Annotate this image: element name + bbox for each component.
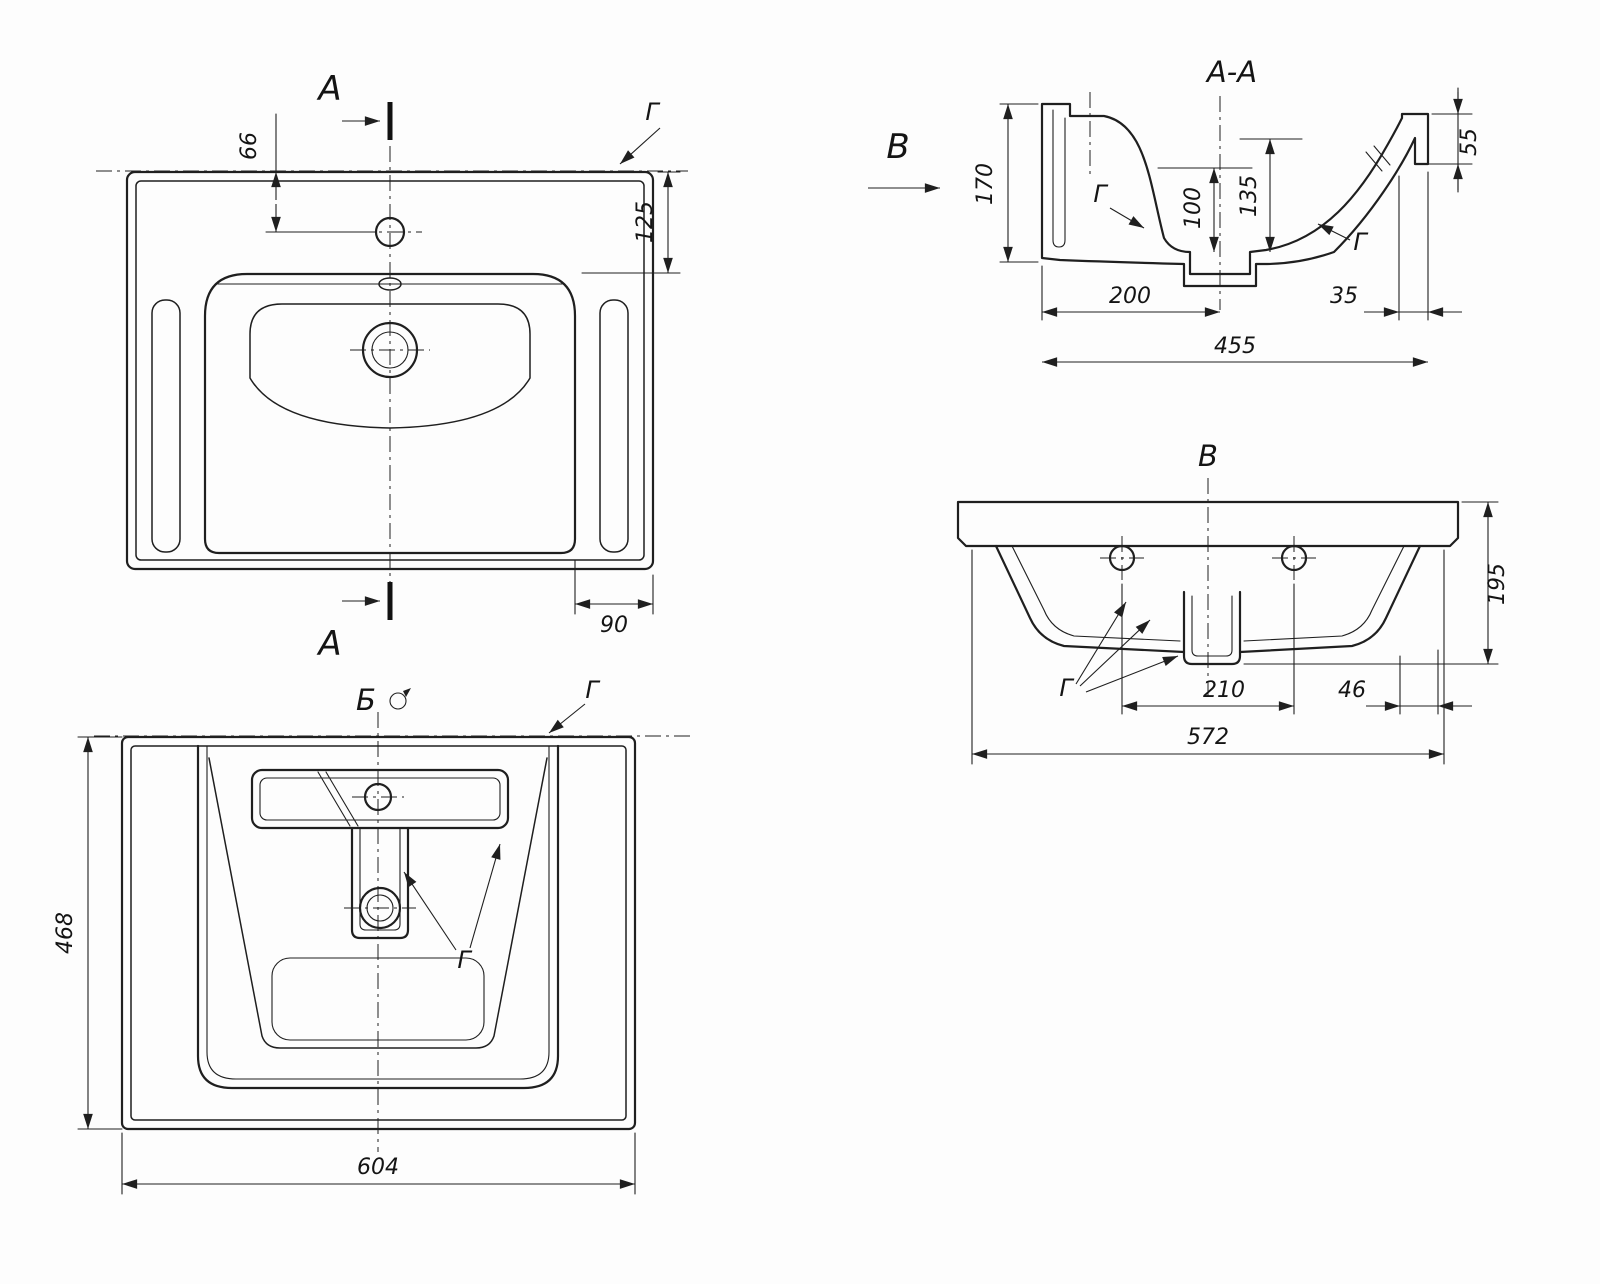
bottom-drain-box — [350, 826, 410, 940]
dim55-ext — [1417, 113, 1473, 165]
dim35-ext — [1398, 171, 1429, 321]
bottom-channel-divider — [317, 771, 359, 827]
view-b: В 195 210 46 572 Г — [956, 439, 1510, 765]
bottom-draft-walls — [208, 757, 548, 1049]
plan-outer-edge — [125, 170, 655, 571]
bottom-basin-footprint-inner — [206, 745, 550, 1080]
dim195-label: 195 — [1485, 563, 1510, 605]
section-letter-bottom: А — [316, 624, 341, 664]
section-shell-outline — [1040, 102, 1430, 288]
plan-overflow-hole — [378, 277, 402, 291]
dim125-label: 125 — [633, 201, 658, 243]
dim90-label: 90 — [600, 613, 628, 638]
dim455-label: 455 — [1214, 334, 1256, 359]
viewb-deck-band — [956, 500, 1460, 548]
bottom-overflow-channel-inner — [259, 777, 501, 821]
bottom-drain-box-inner — [359, 827, 401, 931]
viewb-body-right-inner — [1243, 545, 1405, 642]
plan-left-channel — [151, 299, 181, 553]
section-g-leader-2 — [1317, 223, 1351, 241]
dim46-label: 46 — [1338, 678, 1366, 703]
dim100-label: 100 — [1181, 187, 1206, 229]
section-g-label-2: Г — [1353, 228, 1368, 256]
bottom-g-label-inner: Г — [457, 946, 472, 974]
dim135-label: 135 — [1237, 175, 1262, 217]
plan-basin-depression — [249, 303, 531, 429]
plan-inner-edge — [135, 180, 645, 561]
viewb-hole-centerlines — [1100, 536, 1316, 580]
dim210-label: 210 — [1203, 678, 1245, 703]
plan-view: А А Г 66 125 90 — [96, 69, 688, 664]
viewb-drain-box — [1182, 590, 1242, 666]
viewb-g-leader-3 — [1085, 655, 1179, 693]
section-aa-title: А-А — [1205, 55, 1257, 89]
bottom-bowl-flat — [271, 957, 485, 1041]
viewb-body-left-inner — [1011, 545, 1181, 642]
bottom-basin-footprint — [196, 744, 560, 1090]
dim572-ext — [971, 549, 1445, 765]
section-g-label-1: Г — [1093, 180, 1108, 208]
viewb-g-label: Г — [1059, 674, 1074, 702]
bottom-view: Б Г Г 468 604 — [53, 676, 692, 1195]
dim170-ext — [999, 103, 1039, 263]
viewb-body-left — [994, 544, 1186, 654]
dim468-label: 468 — [53, 912, 78, 954]
dim66-label: 66 — [237, 132, 262, 160]
dim35-label: 35 — [1330, 284, 1358, 309]
section-aa-view: А-А В 170 100 135 55 200 — [868, 55, 1482, 367]
direction-b-letter: В — [886, 127, 909, 167]
bottom-g-leader-edge — [548, 703, 586, 734]
dim200-label: 200 — [1109, 284, 1151, 309]
plan-right-channel — [599, 299, 629, 553]
dim55-label: 55 — [1457, 128, 1482, 156]
plan-g-label: Г — [645, 98, 660, 126]
view-b-title: В — [1198, 439, 1218, 473]
dim468-ext — [77, 736, 123, 1130]
plan-basin-rim — [203, 272, 577, 555]
rotated-view-icon-arrow — [403, 688, 411, 697]
dim46-ext — [1399, 649, 1439, 715]
section-letter-top: А — [316, 69, 341, 109]
viewb-g-leader-2 — [1079, 619, 1151, 687]
dim604-label: 604 — [357, 1155, 399, 1180]
section-overflow-slot — [1365, 145, 1391, 172]
bottom-g-leader-1 — [403, 871, 457, 951]
bottom-view-letter: Б — [356, 683, 376, 717]
viewb-drain-box-inner — [1191, 595, 1233, 657]
plan-g-leader — [619, 127, 661, 165]
section-g-leader-1 — [1109, 207, 1145, 229]
bottom-inner-edge — [130, 745, 627, 1121]
viewb-body-right — [1238, 544, 1422, 654]
dim170-label: 170 — [973, 163, 998, 205]
bottom-outer-edge — [120, 735, 637, 1131]
bottom-g-leader-2 — [469, 843, 501, 949]
viewb-g-leader-1 — [1075, 601, 1127, 685]
dim195-ext — [1243, 501, 1499, 665]
rotated-view-icon — [389, 692, 407, 710]
bottom-g-label-edge: Г — [585, 676, 600, 704]
bottom-overflow-channel — [250, 768, 510, 830]
dim572-label: 572 — [1187, 725, 1229, 750]
section-backwall-slot — [1052, 109, 1066, 248]
